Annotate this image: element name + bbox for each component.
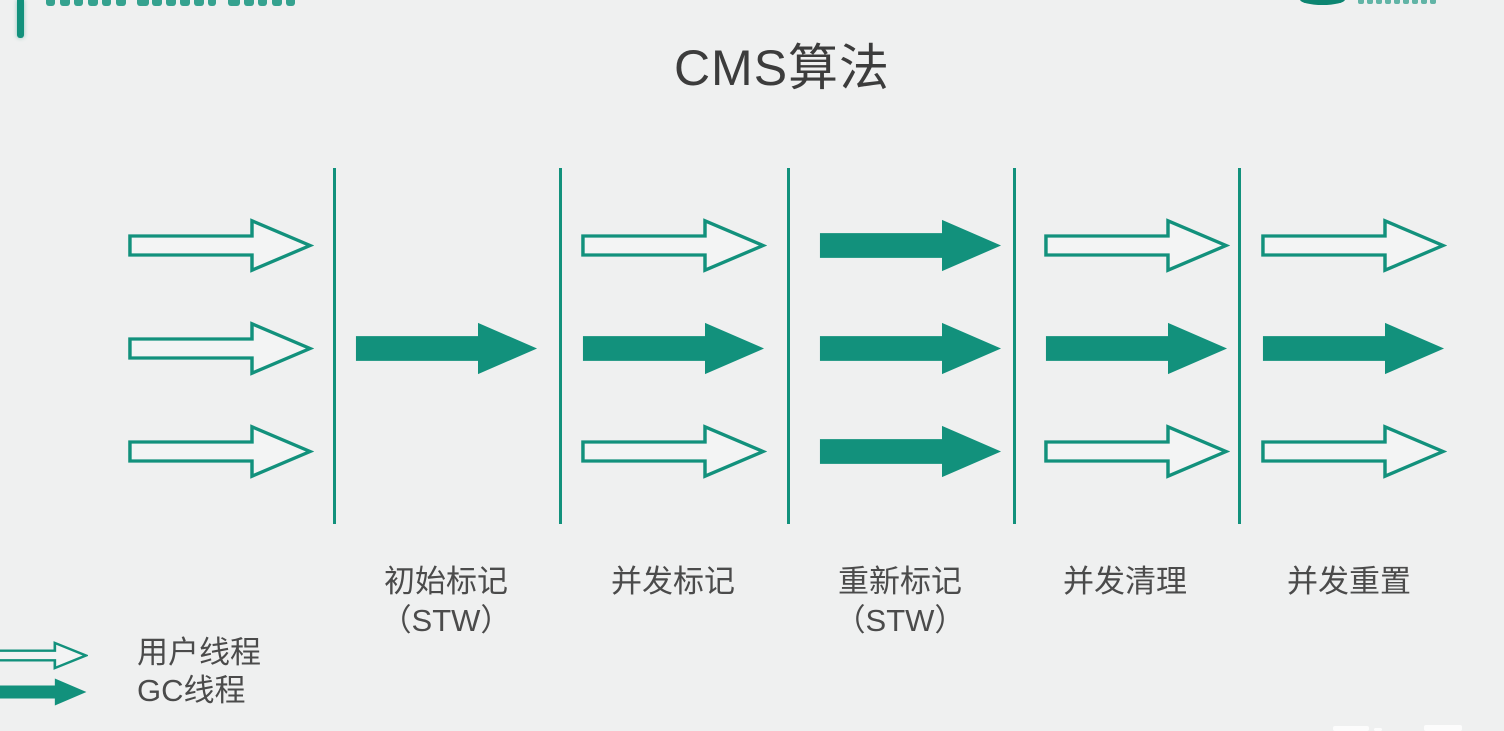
gc-thread-arrow xyxy=(817,217,1004,274)
clipped-text-stroke xyxy=(137,0,149,6)
gc-thread-arrow xyxy=(353,320,540,377)
phase-label-text: 并发清理 xyxy=(1063,564,1187,599)
user-thread-arrow xyxy=(127,217,314,274)
gc-thread-arrow xyxy=(1043,320,1230,377)
gc-thread-arrow xyxy=(817,320,1004,377)
clipped-logo-stroke xyxy=(1376,0,1382,4)
clipped-text-stroke xyxy=(244,0,254,6)
user-thread-arrow xyxy=(127,320,314,377)
phase-label-stw: （STW） xyxy=(834,603,966,638)
phase-label-text: 初始标记 xyxy=(384,564,508,599)
clipped-logo-stroke xyxy=(1412,0,1418,4)
legend-label-user: 用户线程 xyxy=(137,635,261,670)
phase-divider-line xyxy=(559,168,562,524)
phase-label-concurrent-reset: 并发重置 xyxy=(1199,562,1499,601)
clipped-logo-stroke xyxy=(1385,0,1391,4)
phase-label-concurrent-mark: 并发标记 xyxy=(523,562,823,601)
phase-label-text: 并发重置 xyxy=(1287,564,1411,599)
clipped-text-stroke xyxy=(286,0,295,6)
phase-label-text: 并发标记 xyxy=(611,564,735,599)
user-thread-arrow xyxy=(1260,423,1447,480)
clipped-text-stroke xyxy=(60,0,70,6)
clipped-logo-stroke xyxy=(1394,0,1400,4)
user-thread-arrow xyxy=(1043,423,1230,480)
user-thread-legend-arrow xyxy=(0,641,88,670)
user-thread-arrow xyxy=(580,423,767,480)
phase-divider-line xyxy=(333,168,336,524)
clipped-text-stroke xyxy=(102,0,111,6)
user-thread-arrow xyxy=(580,217,767,274)
phase-divider-line xyxy=(1013,168,1016,524)
phase-divider-line xyxy=(787,168,790,524)
clipped-text-stroke xyxy=(180,0,190,6)
clipped-text-stroke xyxy=(258,0,267,6)
clipped-text-stroke xyxy=(272,0,282,6)
phase-divider-line xyxy=(1238,168,1241,524)
legend-label-gc: GC线程 xyxy=(137,673,246,708)
clipped-text-stroke xyxy=(74,0,83,6)
page-title: CMS算法 xyxy=(673,40,891,96)
logo-icon xyxy=(1300,0,1345,5)
clipped-logo-stroke xyxy=(1421,0,1427,4)
clipped-text-stroke xyxy=(152,0,162,6)
phase-label-stw: （STW） xyxy=(380,603,512,638)
phase-label-initial-mark: 初始标记 （STW） xyxy=(296,562,596,640)
gc-thread-arrow xyxy=(817,423,1004,480)
user-thread-arrow xyxy=(1260,217,1447,274)
clipped-logo-stroke xyxy=(1430,0,1436,4)
clipped-text-stroke xyxy=(46,0,55,6)
clipped-logo-stroke xyxy=(1403,0,1409,4)
clipped-text-stroke xyxy=(116,0,126,6)
clipped-text-stroke xyxy=(194,0,204,6)
phase-label-text: 重新标记 xyxy=(838,564,962,599)
user-thread-arrow xyxy=(127,423,314,480)
clipped-logo-stroke xyxy=(1358,0,1364,4)
clipped-text-stroke xyxy=(208,0,216,6)
gc-thread-arrow xyxy=(1260,320,1447,377)
clipped-text-stroke xyxy=(88,0,98,6)
clipped-text-stroke xyxy=(228,0,240,6)
phase-label-remark: 重新标记 （STW） xyxy=(750,562,1050,640)
gc-thread-arrow xyxy=(580,320,767,377)
clipped-logo-stroke xyxy=(1367,0,1373,4)
user-thread-arrow xyxy=(1043,217,1230,274)
gc-thread-legend-arrow xyxy=(0,677,88,707)
clipped-text-stroke xyxy=(166,0,176,6)
left-accent-bar xyxy=(17,0,24,38)
phase-label-concurrent-sweep: 并发清理 xyxy=(975,562,1275,601)
